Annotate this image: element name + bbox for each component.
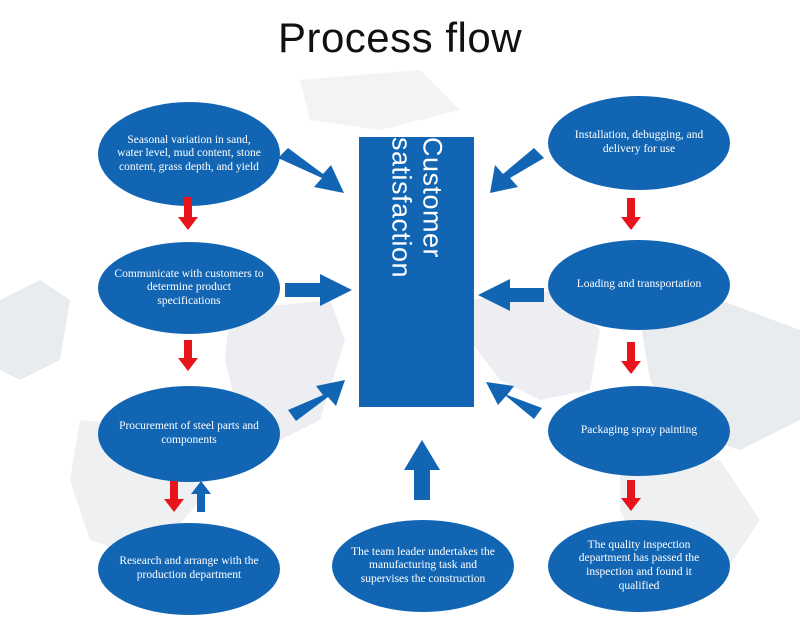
red-arrow-down-left-3 xyxy=(164,481,184,512)
node-loading-transportation-text: Loading and transportation xyxy=(576,278,702,291)
node-quality-inspection-text: The quality inspection department has pa… xyxy=(578,538,700,592)
node-procurement: Procurement of steel parts and component… xyxy=(98,386,280,482)
node-installation-delivery: Installation, debugging, and delivery fo… xyxy=(548,96,730,190)
red-arrow-down-right-2 xyxy=(621,342,641,374)
node-loading-transportation: Loading and transportation xyxy=(548,240,730,330)
blue-arrow-installation-to-center xyxy=(490,148,544,193)
blue-arrow-team-leader-to-center xyxy=(404,440,440,500)
blue-arrow-packaging-to-center xyxy=(486,382,542,419)
node-quality-inspection: The quality inspection department has pa… xyxy=(548,520,730,612)
red-arrow-down-left-1 xyxy=(178,197,198,230)
node-team-leader-text: The team leader undertakes the manufactu… xyxy=(351,545,495,585)
node-communicate-customers-text: Communicate with customers to determine … xyxy=(114,267,264,307)
red-arrow-down-left-2 xyxy=(178,340,198,371)
red-arrow-down-right-1 xyxy=(621,198,641,230)
customer-satisfaction-box: Customer satisfaction xyxy=(359,137,474,407)
blue-arrow-communicate-to-center xyxy=(285,274,352,306)
node-research-arrange-text: Research and arrange with the production… xyxy=(119,555,259,581)
diagram-title: Process flow xyxy=(277,14,523,61)
blue-arrow-seasonal-to-center xyxy=(278,148,344,193)
node-procurement-text: Procurement of steel parts and component… xyxy=(119,420,259,446)
blue-arrow-up-research xyxy=(191,481,211,512)
node-seasonal-variation-text: Seasonal variation in sand, water level,… xyxy=(117,133,261,173)
node-packaging-painting: Packaging spray painting xyxy=(548,386,730,476)
node-team-leader: The team leader undertakes the manufactu… xyxy=(332,520,514,612)
node-communicate-customers: Communicate with customers to determine … xyxy=(98,242,280,334)
customer-satisfaction-label: Customer satisfaction xyxy=(386,137,448,279)
node-seasonal-variation: Seasonal variation in sand, water level,… xyxy=(98,102,280,206)
node-research-arrange: Research and arrange with the production… xyxy=(98,523,280,615)
red-arrow-down-right-3 xyxy=(621,480,641,511)
node-installation-delivery-text: Installation, debugging, and delivery fo… xyxy=(574,129,704,155)
blue-arrow-loading-to-center xyxy=(478,279,544,311)
node-packaging-painting-text: Packaging spray painting xyxy=(580,424,698,437)
blue-arrow-procurement-to-center xyxy=(288,380,345,421)
